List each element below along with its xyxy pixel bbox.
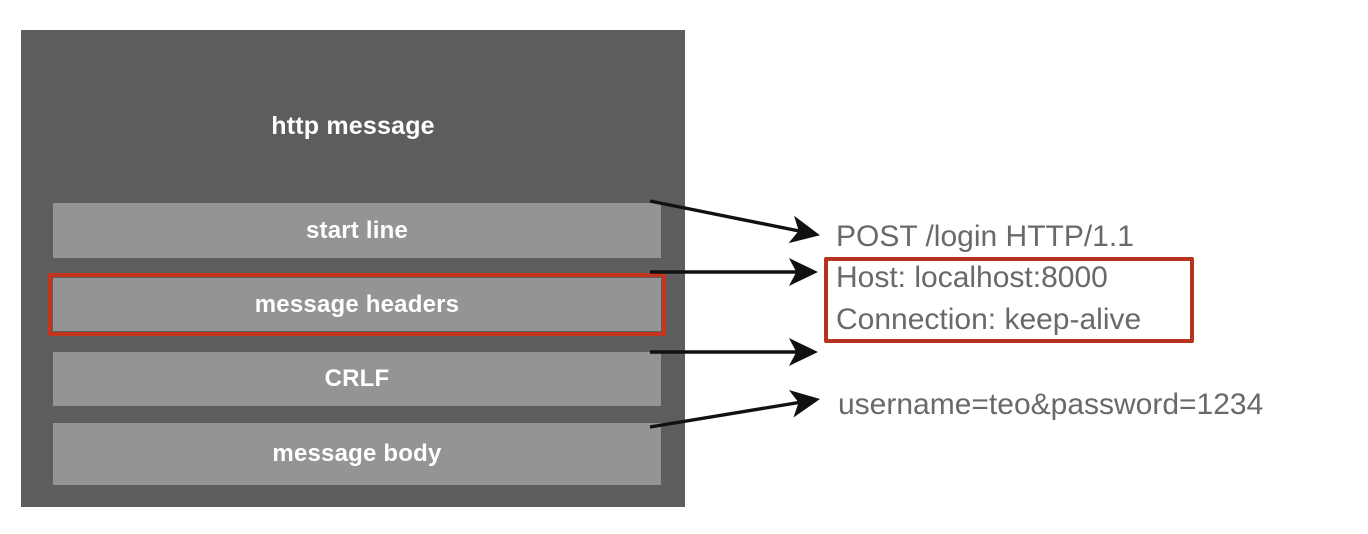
sample-header-host: Host: localhost:8000 (836, 261, 1108, 294)
part-box-message-headers: message headers (53, 278, 661, 331)
sample-headers-highlight-box (824, 257, 1194, 343)
part-box-start-line: start line (53, 203, 661, 258)
part-box-message-body: message body (53, 423, 661, 485)
diagram-title: http message (271, 112, 435, 140)
sample-header-connection: Connection: keep-alive (836, 303, 1142, 336)
part-label-message-body: message body (272, 440, 442, 467)
http-message-container: http message start line message headers … (21, 30, 685, 507)
part-box-crlf: CRLF (53, 352, 661, 406)
sample-message-body: username=teo&password=1234 (838, 388, 1264, 421)
part-label-message-headers: message headers (254, 290, 460, 318)
message-headers-highlight-box (48, 273, 666, 336)
part-label-start-line: start line (305, 216, 409, 244)
sample-start-line: POST /login HTTP/1.1 (836, 220, 1134, 253)
part-label-crlf: CRLF (324, 365, 390, 392)
